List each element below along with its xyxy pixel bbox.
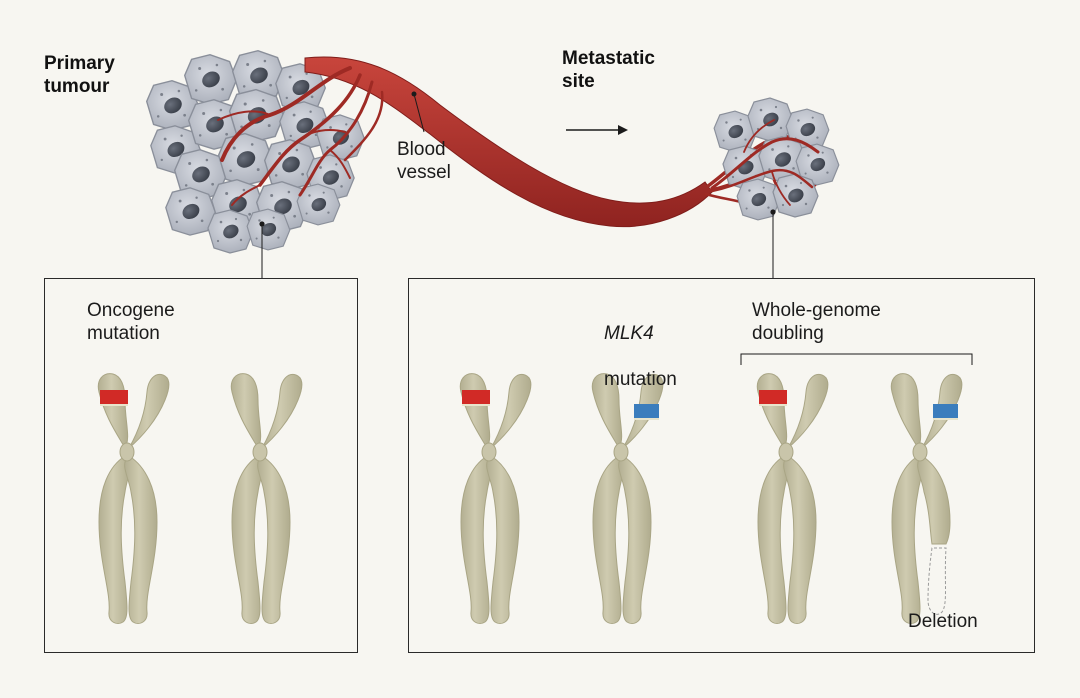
chromosome-metastatic-3 (756, 373, 829, 625)
right-arrow-icon (566, 125, 628, 135)
metastatic-site-box (408, 278, 1035, 653)
oncogene-mutation-label: Oncogene mutation (87, 300, 175, 344)
primary-tumour-label: Primary tumour (44, 53, 115, 97)
connector-primary (259, 221, 265, 278)
mlk4-mutation-text: mutation (604, 369, 677, 390)
primary-tumour-box (44, 278, 358, 653)
metastatic-site-label: Metastatic site (562, 48, 655, 92)
chromosome-primary-1 (97, 373, 170, 625)
metastatic-cells (713, 97, 840, 221)
mlk4-mutation-label: MLK4 mutation (604, 299, 677, 391)
whole-genome-doubling-label: Whole-genome doubling (752, 300, 881, 344)
chromosome-metastatic-2 (591, 373, 664, 625)
connector-metastatic (770, 209, 776, 278)
chromosome-metastatic-1 (459, 373, 532, 625)
metastatic-vessel-branches (710, 119, 820, 206)
mlk4-gene-name: MLK4 (604, 323, 654, 344)
blood-vessel-label: Blood vessel (397, 139, 451, 183)
chromosome-metastatic-4-deleted (890, 373, 963, 625)
whole-genome-doubling-bracket (740, 353, 973, 365)
deletion-label: Deletion (908, 611, 978, 632)
